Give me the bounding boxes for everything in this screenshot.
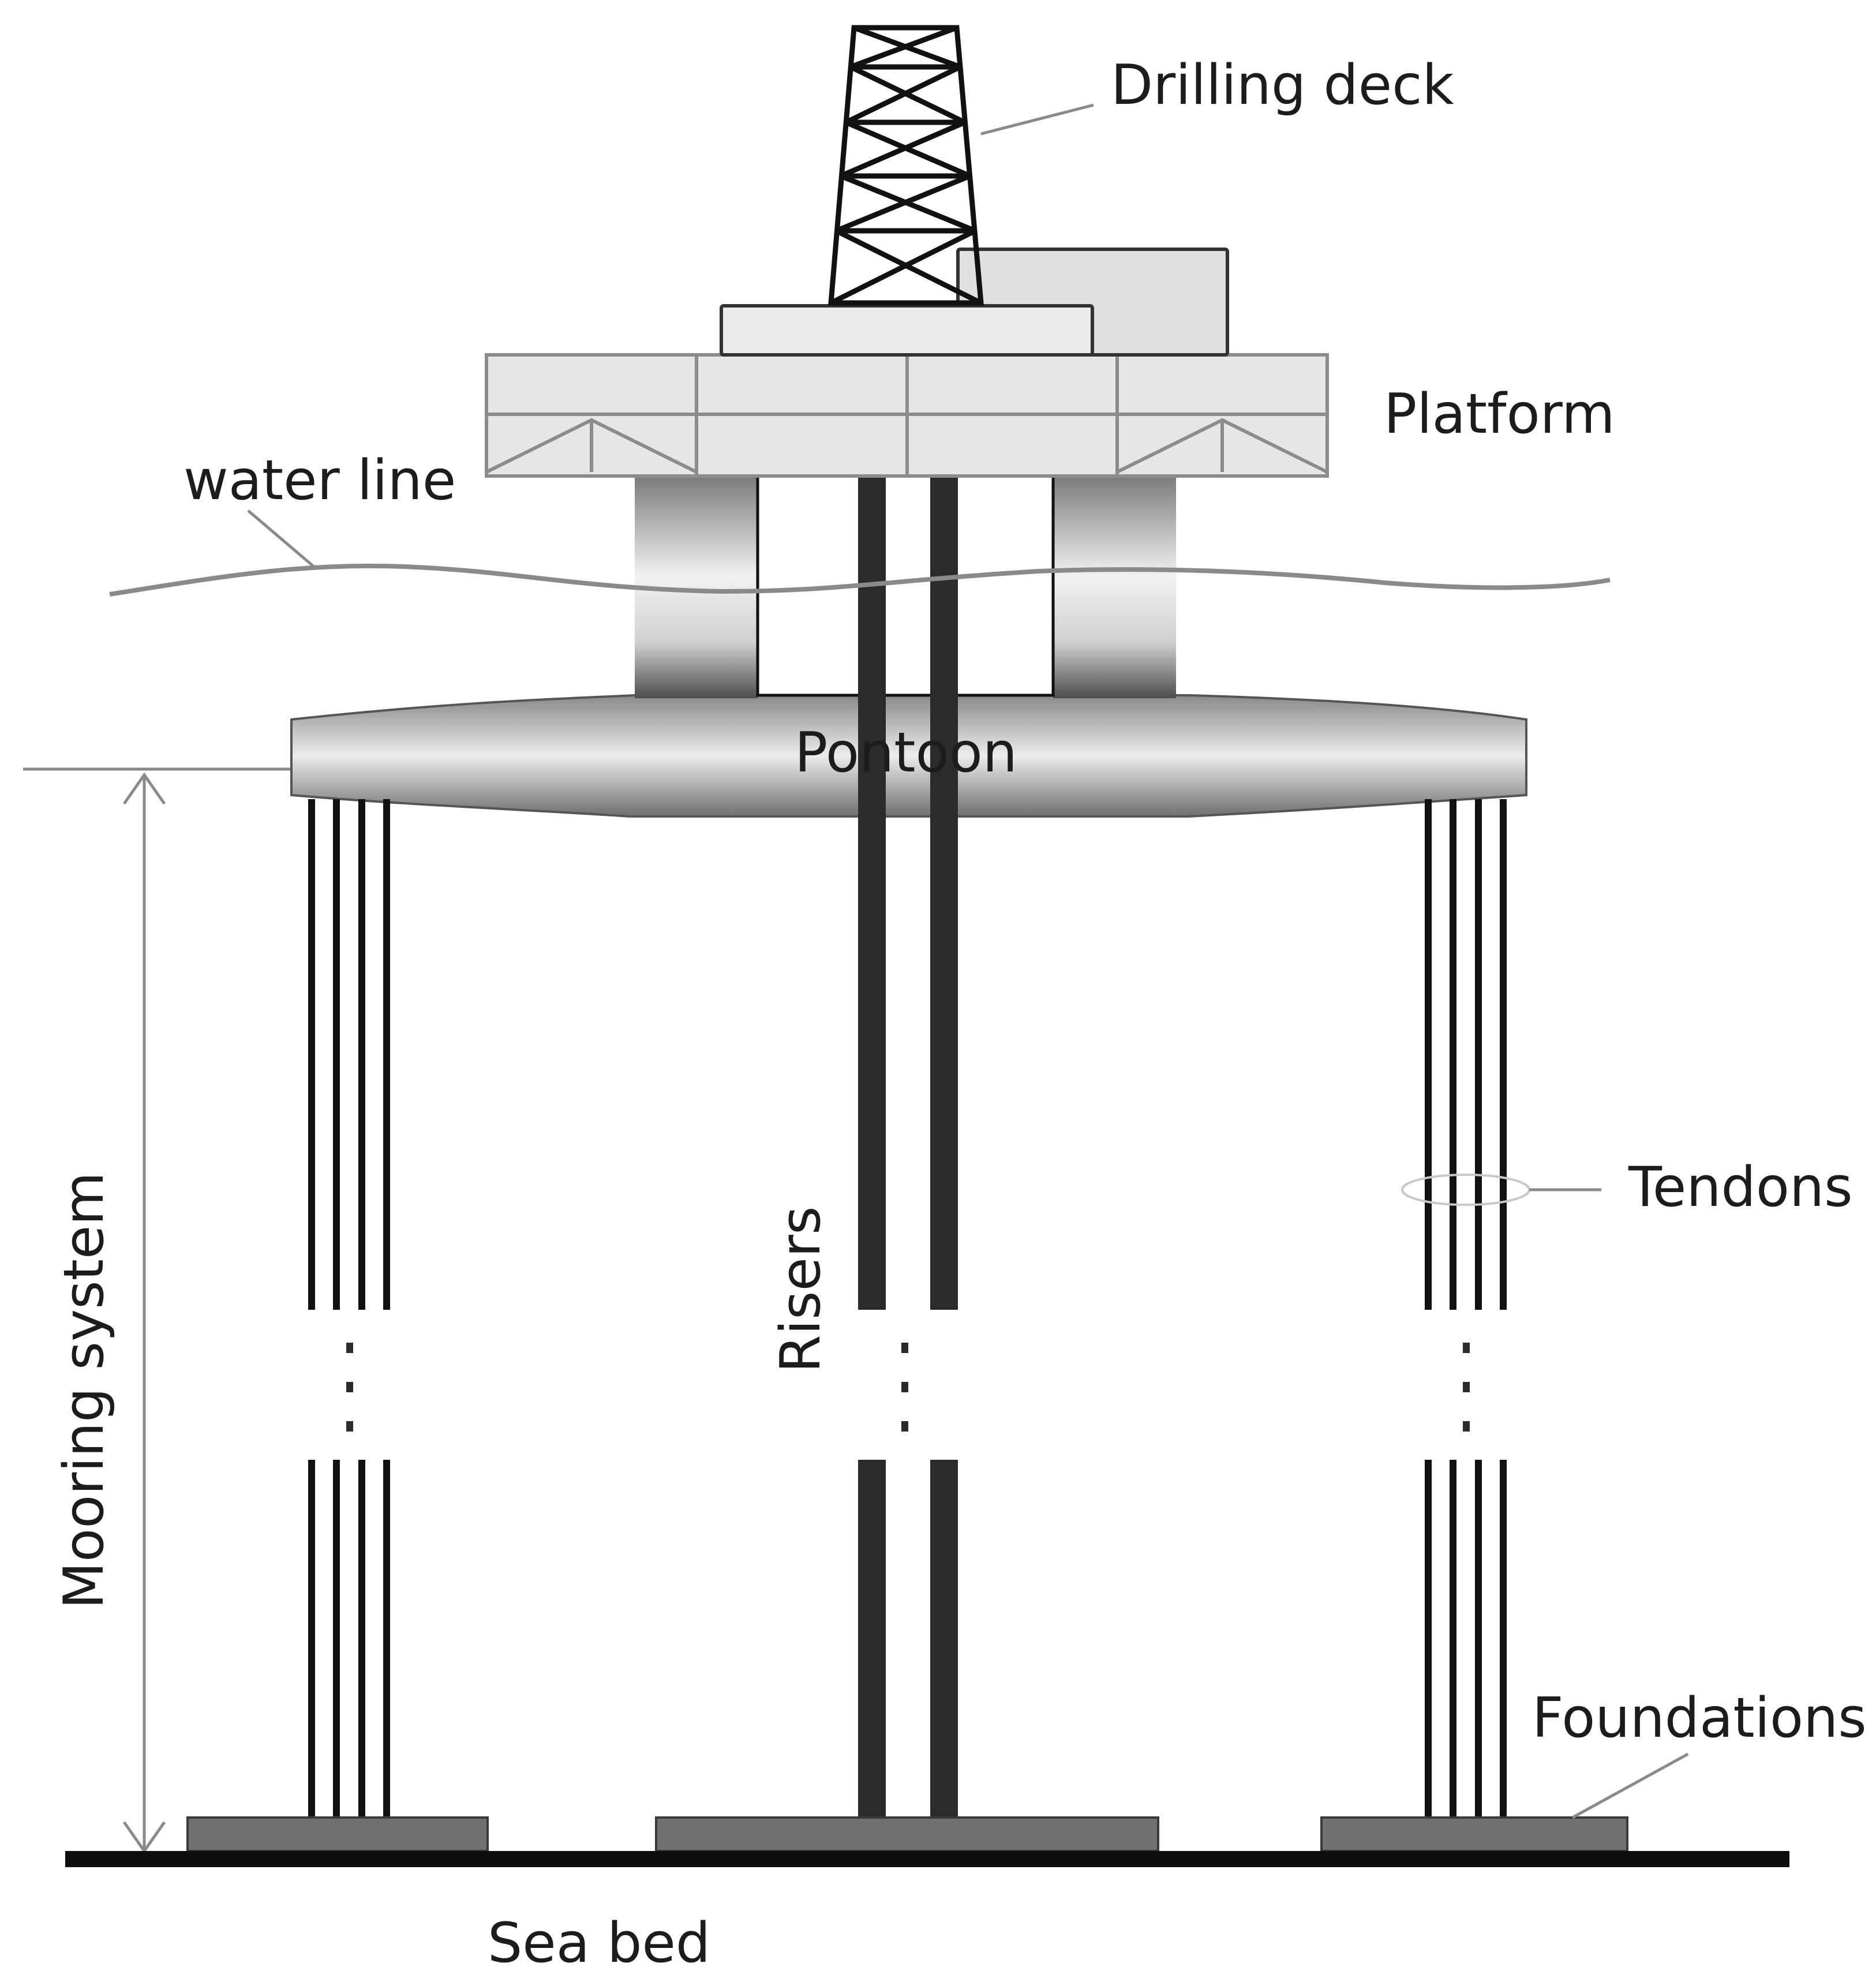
- foundations-leader-line: [1571, 1752, 1689, 1819]
- tendon-right-dots-icon: [1463, 1343, 1470, 1432]
- riser-right-upper: [930, 476, 958, 1310]
- label-sea-bed: Sea bed: [488, 1912, 710, 1975]
- pontoon-body: [290, 694, 1527, 818]
- tendons-left: [308, 799, 390, 1818]
- drilling-deck-leader-line: [980, 103, 1094, 136]
- label-foundations: Foundations: [1532, 1687, 1867, 1750]
- mooring-dimension: [23, 767, 291, 1854]
- water-line-wave: [109, 563, 1611, 597]
- derrick: [828, 25, 984, 306]
- column-right: [1053, 476, 1176, 698]
- riser-continuation-dots-icon: [901, 1343, 908, 1432]
- riser-left-lower: [858, 1460, 886, 1818]
- foundation-center: [655, 1816, 1159, 1852]
- tendons-right: [1425, 799, 1507, 1818]
- risers: [858, 476, 958, 1818]
- label-pontoon: Pontoon: [795, 721, 1017, 785]
- label-water-line: water line: [184, 449, 456, 512]
- foundations: [186, 1816, 1628, 1852]
- label-mooring-system: Mooring system: [53, 1172, 116, 1609]
- label-tendons: Tendons: [1628, 1156, 1853, 1219]
- seabed-line: [65, 1851, 1789, 1867]
- tendon-highlight-ellipse: [1401, 1174, 1530, 1206]
- riser-left-upper: [858, 476, 886, 1310]
- water-line-leader-line: [247, 509, 316, 568]
- label-risers: Risers: [769, 1206, 833, 1373]
- deck-block-main: [720, 304, 1094, 357]
- tendon-left-dots-icon: [346, 1343, 353, 1432]
- platform-deck: [485, 353, 1329, 478]
- foundation-right: [1320, 1816, 1628, 1852]
- foundation-left: [186, 1816, 489, 1852]
- label-drilling-deck: Drilling deck: [1111, 54, 1454, 117]
- label-platform: Platform: [1384, 383, 1615, 446]
- riser-right-lower: [930, 1460, 958, 1818]
- columns: [635, 474, 1176, 698]
- arrow-head-top-icon: [122, 772, 166, 805]
- pontoon: [290, 694, 1527, 818]
- moonpool-frame: [756, 474, 1055, 697]
